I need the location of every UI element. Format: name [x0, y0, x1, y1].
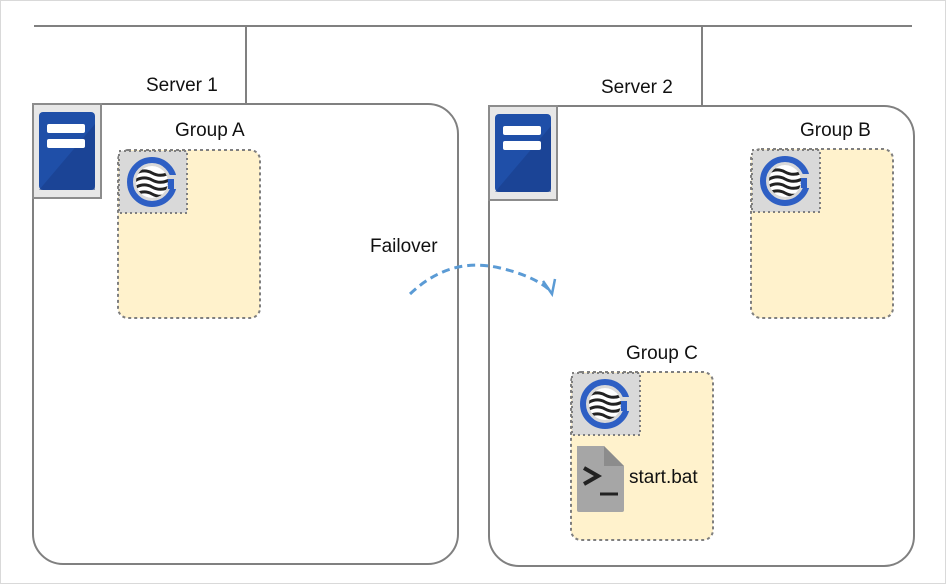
script-icon	[577, 446, 624, 512]
group-b-label: Group B	[800, 120, 871, 141]
group-a-label: Group A	[175, 120, 245, 141]
failover-label: Failover	[370, 236, 438, 257]
server-2-label: Server 2	[601, 77, 673, 98]
group-a-resource-icon	[119, 151, 187, 213]
failover-arrow	[408, 263, 554, 296]
script-label: start.bat	[629, 467, 698, 488]
group-c-resource-icon	[572, 373, 640, 435]
group-c-label: Group C	[626, 343, 698, 364]
server-2-icon	[488, 105, 558, 201]
failover-arrowhead	[541, 278, 557, 298]
server-1-label: Server 1	[146, 75, 218, 96]
group-b-resource-icon	[752, 150, 820, 212]
server-1-icon	[32, 103, 102, 199]
